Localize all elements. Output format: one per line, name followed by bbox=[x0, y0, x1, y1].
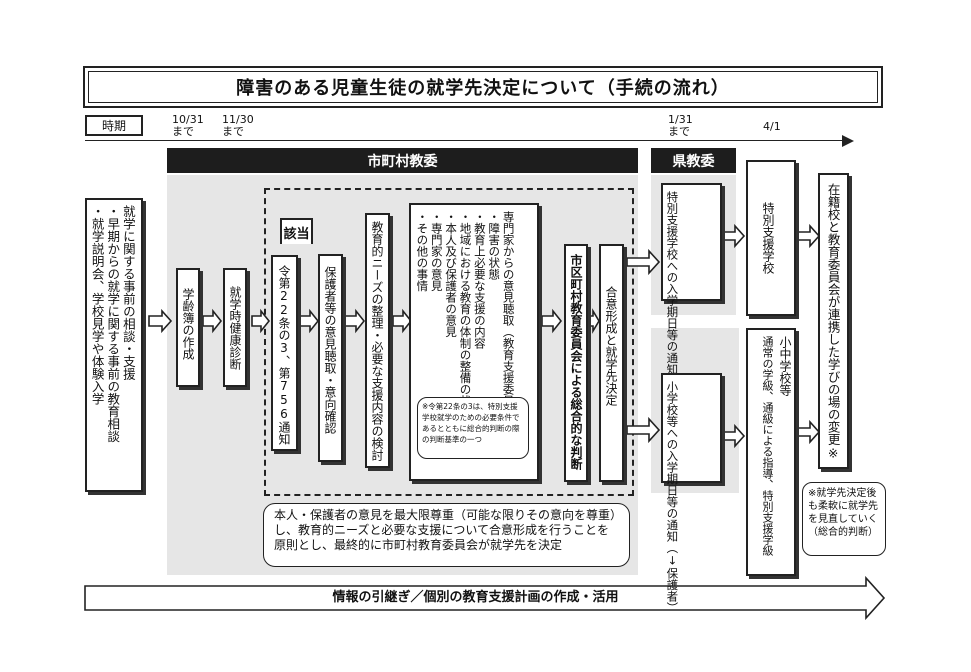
needs-text: 教育的ニーズの整理・必要な支援内容の検討 bbox=[370, 221, 384, 461]
register-text: 学齢簿の作成 bbox=[181, 288, 195, 360]
header-municipal: 市町村教委 bbox=[167, 148, 638, 173]
date-131-value: 1/31 bbox=[668, 113, 693, 126]
date-1130-value: 11/30 bbox=[222, 113, 254, 126]
expert-text: 専門家からの意見聴取（教育支援委員会等） ・障害の状態 ・教育上必要な支援の内容… bbox=[415, 211, 516, 441]
consensus-text: 合意形成と就学先決定 bbox=[604, 286, 618, 406]
guardian-hearing-box: 保護者等の意見聴取・意向確認 bbox=[318, 254, 343, 462]
consult-box: 就学に関する事前の相談・支援 ・早期からの就学に関する事前の教育相談 ・就学説明… bbox=[85, 198, 143, 492]
date-1031: 10/31 まで bbox=[172, 114, 204, 138]
notify-special-box: 特別支援学校への入学期日等の通知（↓保護者） bbox=[661, 183, 722, 447]
consensus-box: 合意形成と就学先決定 bbox=[599, 244, 624, 482]
elem-school-body: 通常の学級、通級による指導、特別支援学級 bbox=[761, 336, 774, 556]
board-decision-text: 市区町村教育委員会による総合的な判断 bbox=[569, 254, 583, 470]
arrow-expert-to-board bbox=[541, 308, 563, 334]
arrow-to-elem-school bbox=[723, 423, 746, 449]
arrow-health-to-notice bbox=[251, 308, 271, 334]
date-1130: 11/30 まで bbox=[222, 114, 254, 138]
arrow-special-to-learning bbox=[797, 223, 821, 249]
bottom-arrow-shape bbox=[84, 575, 886, 621]
applicable-tag: 該当 bbox=[280, 218, 313, 244]
date-131: 1/31 まで bbox=[668, 114, 693, 138]
arrow-to-notify-elem bbox=[626, 416, 661, 444]
register-box: 学齢簿の作成 bbox=[176, 268, 200, 387]
arrow-consult-to-register bbox=[148, 308, 173, 334]
principle-text: 本人・保護者の意見を最大限尊重（可能な限りその意向を尊重）し、教育的ニーズと必要… bbox=[274, 508, 617, 552]
consult-text: 就学に関する事前の相談・支援 ・早期からの就学に関する事前の教育相談 ・就学説明… bbox=[89, 205, 136, 443]
timeline-label: 時期 bbox=[101, 119, 126, 133]
notice-ref-text: 令第22条の3、第756通知 bbox=[277, 265, 291, 445]
arrow-register-to-health bbox=[202, 308, 223, 334]
flex-note-box: ※就学先決定後も柔軟に就学先を見直していく（総合的判断） bbox=[802, 482, 886, 556]
applicable-tag-text: 該当 bbox=[283, 226, 310, 242]
title-frame: 障害のある児童生徒の就学先決定について（手続の流れ） bbox=[83, 66, 883, 108]
header-prefectural: 県教委 bbox=[651, 148, 736, 173]
date-1031-value: 10/31 bbox=[172, 113, 204, 126]
arrow-to-special-school bbox=[723, 223, 746, 249]
notify-elem-box: 小学校等への入学期日等の通知（↓保護者） bbox=[661, 373, 722, 614]
expert-box: 専門家からの意見聴取（教育支援委員会等） ・障害の状態 ・教育上必要な支援の内容… bbox=[409, 203, 539, 481]
expert-note-box: ※令第22条の3は、特別支援学校就学のための必要条件であるとともに総合的判断の際… bbox=[417, 397, 529, 459]
special-school-text: 特別支援学校 bbox=[761, 202, 775, 274]
needs-box: 教育的ニーズの整理・必要な支援内容の検討 bbox=[365, 213, 390, 468]
principle-box: 本人・保護者の意見を最大限尊重（可能な限りその意向を尊重）し、教育的ニーズと必要… bbox=[263, 503, 630, 567]
learning-place-text: 在籍校と教育委員会が連携した学びの場の変更※ bbox=[825, 183, 841, 461]
special-school-box: 特別支援学校 bbox=[746, 160, 796, 316]
notice-ref-box: 令第22条の3、第756通知 bbox=[271, 255, 298, 451]
arrow-elem-to-learning bbox=[797, 419, 821, 445]
date-41: 4/1 bbox=[763, 120, 781, 133]
guardian-hearing-text: 保護者等の意見聴取・意向確認 bbox=[323, 266, 337, 434]
procedure-dashed-frame bbox=[264, 188, 634, 496]
date-1130-suffix: まで bbox=[222, 125, 244, 138]
bottom-arrow-label: 情報の引継ぎ／個別の教育支援計画の作成・活用 bbox=[332, 590, 619, 605]
arrow-to-notify-special bbox=[626, 248, 661, 276]
arrow-guardian-to-needs bbox=[344, 308, 366, 334]
date-41-value: 4/1 bbox=[763, 120, 781, 133]
notify-elem-text: 小学校等への入学期日等の通知（↓保護者） bbox=[665, 381, 680, 614]
timeline-label-box: 時期 bbox=[85, 115, 143, 136]
health-box: 就学時健康診断 bbox=[223, 268, 247, 387]
learning-place-box: 在籍校と教育委員会が連携した学びの場の変更※ bbox=[818, 173, 849, 469]
elem-school-box: 小中学校等 通常の学級、通級による指導、特別支援学級 bbox=[746, 328, 796, 576]
health-text: 就学時健康診断 bbox=[228, 286, 242, 370]
elem-school-title: 小中学校等 bbox=[778, 336, 792, 396]
page-title: 障害のある児童生徒の就学先決定について（手続の流れ） bbox=[88, 71, 878, 103]
board-decision-box: 市区町村教育委員会による総合的な判断 bbox=[564, 244, 588, 482]
flex-note-text: ※就学先決定後も柔軟に就学先を見直していく（総合的判断） bbox=[808, 488, 878, 538]
date-131-suffix: まで bbox=[668, 125, 690, 138]
timeline-line bbox=[85, 140, 845, 141]
arrow-notice-to-guardian bbox=[299, 308, 320, 334]
expert-note-text: ※令第22条の3は、特別支援学校就学のための必要条件であるとともに総合的判断の際… bbox=[422, 402, 520, 444]
arrow-board-to-consensus bbox=[587, 308, 600, 334]
date-1031-suffix: まで bbox=[172, 125, 194, 138]
timeline-arrowhead bbox=[842, 135, 854, 147]
arrow-needs-to-expert bbox=[392, 308, 413, 334]
